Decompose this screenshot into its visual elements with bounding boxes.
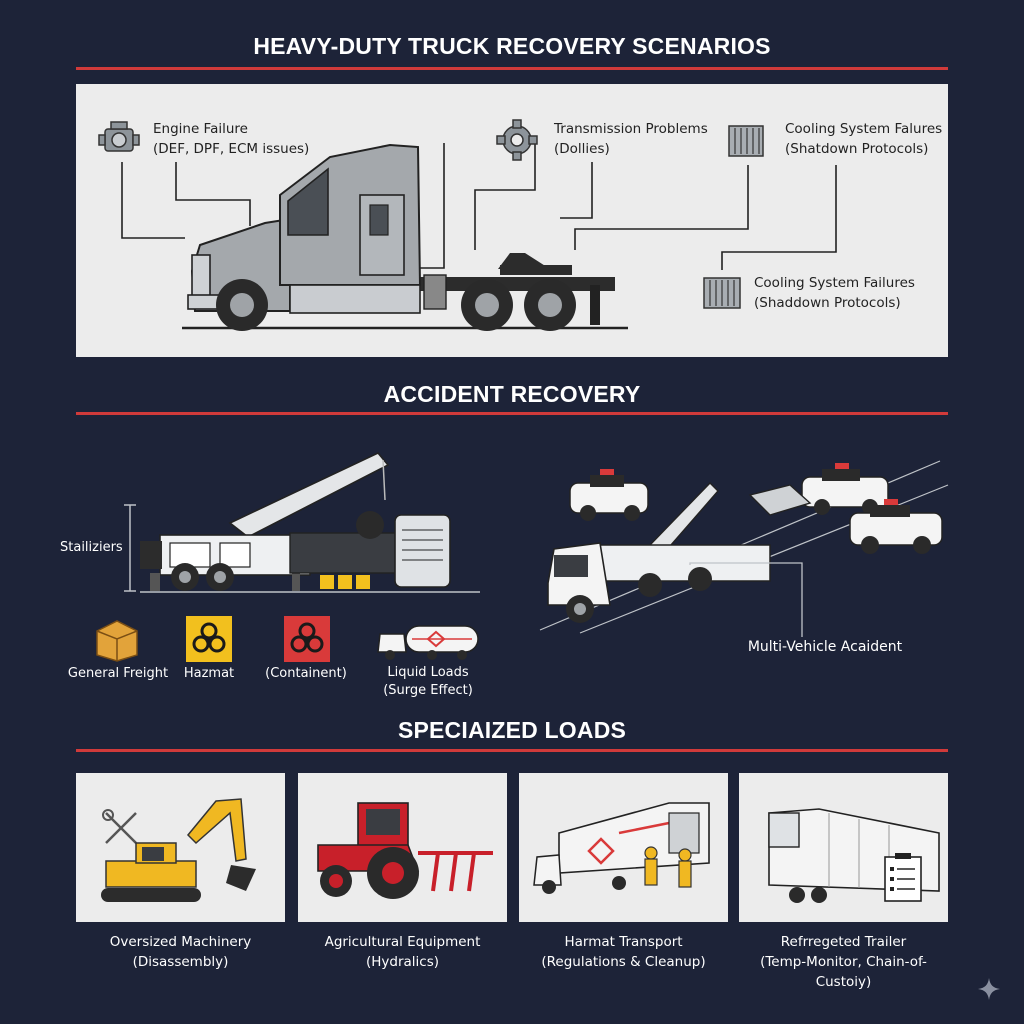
callout-cooling-top: Cooling System Falures (Shatdown Protoco… (785, 119, 942, 159)
card-agricultural-equipment (298, 773, 507, 922)
load-type-liquid-sub: (Surge Effect) (383, 683, 473, 698)
label-multi-vehicle: Multi-Vehicle Acaident (747, 639, 903, 655)
stabilizer-bracket (124, 504, 136, 592)
load-type-general-freight: General Freight (67, 666, 169, 681)
police-car (569, 469, 649, 521)
load-type-liquid-label: Liquid Loads (387, 665, 469, 680)
card-title: Harmat Transport (564, 934, 683, 950)
section-title-scenarios: HEAVY-DUTY TRUCK RECOVERY SCENARIOS (253, 33, 771, 59)
card-sub: (Regulations & Cleanup) (541, 954, 706, 970)
card-refrigerated-trailer (739, 773, 948, 922)
multi-vehicle-accident-illustration (539, 460, 949, 637)
radiator-icon (703, 277, 741, 309)
tractor-icon (317, 802, 493, 899)
excavator-icon (101, 798, 256, 902)
card-oversized-machinery (76, 773, 285, 922)
callout-transmission: Transmission Problems (Dollies) (554, 119, 708, 159)
section-divider (76, 67, 948, 70)
semi-truck-illustration (182, 143, 628, 331)
card-sub: (Disassembly) (132, 954, 229, 970)
callout-engine-sub: (DEF, DPF, ECM issues) (153, 141, 310, 157)
section-divider (76, 412, 948, 415)
section-title-specialized: SPECIAIZED LOADS (397, 717, 627, 743)
reefer-trailer-icon (768, 808, 940, 903)
tanker-icon (533, 802, 710, 894)
rotator-wrecker-illustration (140, 452, 480, 593)
card-oversized-machinery-label: Oversized Machinery (Disassembly) (76, 932, 285, 972)
section-title-accident: ACCIDENT RECOVERY (383, 381, 641, 407)
callout-cooling-top-title: Cooling System Falures (785, 121, 943, 137)
tanker-icon (377, 625, 479, 660)
box-icon (96, 620, 138, 662)
callout-transmission-sub: (Dollies) (554, 141, 610, 157)
card-hazmat-transport-label: Harmat Transport (Regulations & Cleanup) (519, 932, 728, 972)
card-hazmat-transport (519, 773, 728, 922)
callout-cooling-bottom-title: Cooling System Failures (754, 275, 915, 291)
callout-cooling-bottom: Cooling System Failures (Shaddown Protoc… (754, 273, 915, 313)
sparkle-icon (978, 978, 1000, 1000)
radiator-icon (728, 125, 764, 157)
card-sub: (Hydralics) (365, 954, 440, 970)
card-title: Agricultural Equipment (324, 934, 481, 950)
gear-icon (496, 119, 538, 161)
card-title: Refrregeted Trailer (780, 934, 907, 950)
card-title: Oversized Machinery (109, 934, 252, 950)
callout-engine: Engine Failure (DEF, DPF, ECM issues) (153, 119, 309, 159)
label-stabilizers: Stailiziers (60, 540, 123, 555)
card-agricultural-equipment-label: Agricultural Equipment (Hydralics) (298, 932, 507, 972)
load-type-hazmat: Hazmat (183, 666, 235, 681)
callout-transmission-title: Transmission Problems (554, 121, 708, 137)
load-type-liquid: Liquid Loads (Surge Effect) (375, 664, 481, 700)
load-type-containment: (Containent) (265, 666, 347, 681)
callout-cooling-bottom-sub: (Shaddown Protocols) (754, 295, 901, 311)
callout-cooling-top-sub: (Shatdown Protocols) (785, 141, 929, 157)
biohazard-icon (284, 616, 330, 662)
callout-engine-title: Engine Failure (153, 121, 248, 137)
section-divider (76, 749, 948, 752)
card-refrigerated-trailer-label: Refrregeted Trailer (Temp-Monitor, Chain… (739, 932, 948, 992)
card-sub: (Temp-Monitor, Chain-of-Custoiy) (760, 954, 927, 990)
engine-icon (98, 121, 140, 152)
biohazard-icon (186, 616, 232, 662)
